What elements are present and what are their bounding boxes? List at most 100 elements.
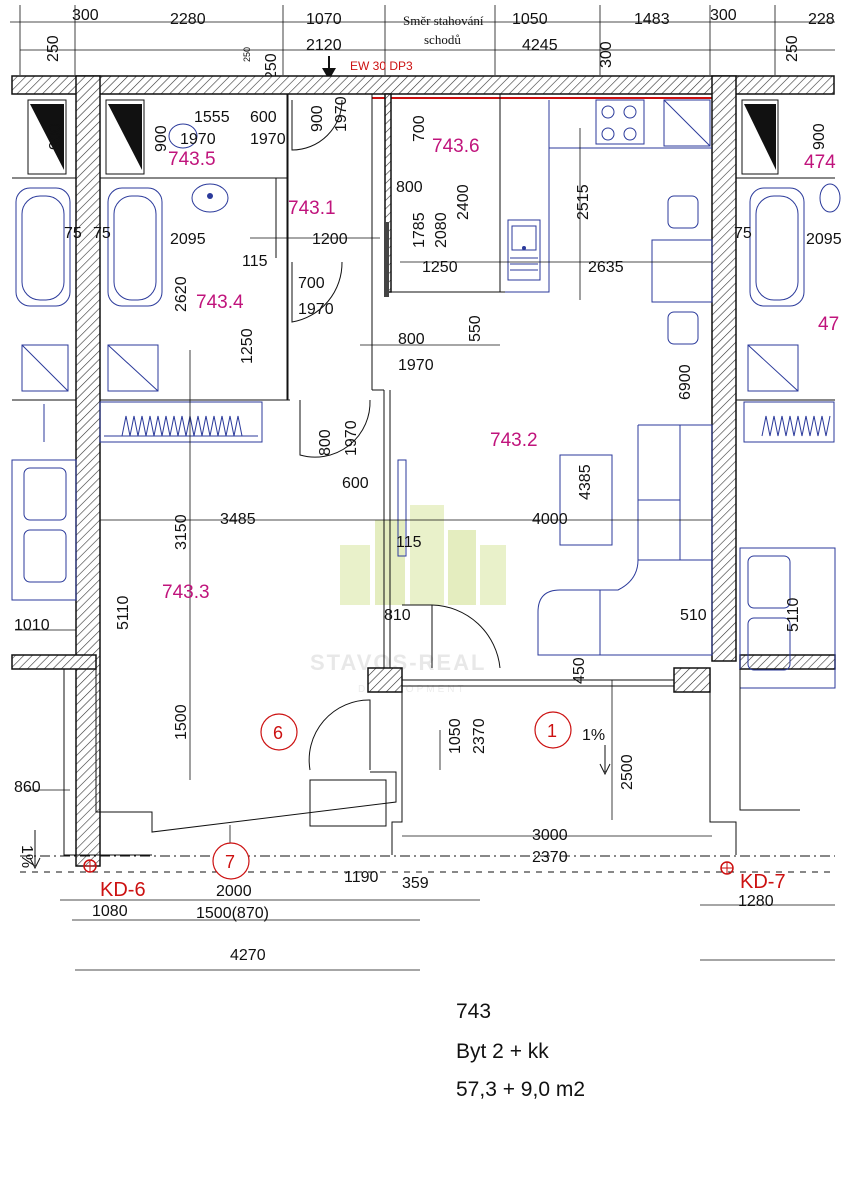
dim-860: 860 (14, 779, 41, 796)
dim-2370a: 2370 (471, 718, 488, 754)
dim-800b: 800 (398, 331, 425, 348)
room-labels: 743.5 743.6 743.1 743.4 743.2 743.3 474 … (162, 136, 839, 603)
unit-number: 743 (456, 1000, 491, 1023)
sanitary-fixtures (168, 123, 841, 213)
room-47: 47 (818, 314, 839, 335)
dim-1970c: 1970 (333, 96, 350, 132)
dim-75a: 75 (64, 225, 82, 242)
unit-type: Byt 2 + kk (456, 1040, 549, 1063)
dining-set (651, 195, 713, 345)
dim-top-250a: 250 (45, 35, 62, 62)
dim-510: 510 (680, 607, 707, 624)
room-743-1: 743.1 (288, 198, 336, 219)
kd6-label: KD-6 (100, 879, 146, 901)
dim-top-228: 228 (808, 11, 835, 28)
room-743-3: 743.3 (162, 582, 210, 603)
dim-top-1070: 1070 (306, 11, 342, 28)
dim-1200: 1200 (312, 231, 348, 248)
dim-75c: 75 (734, 225, 752, 242)
top-dimension-strip: 300 2280 1070 2120 1050 4245 1483 300 22… (10, 5, 835, 80)
dim-1970b: 1970 (250, 131, 286, 148)
dim-top-2120: 2120 (306, 37, 342, 54)
dim-600b: 600 (342, 475, 369, 492)
bathtubs (15, 187, 805, 307)
slope-1-label: 1% (582, 727, 605, 744)
dim-115a: 115 (242, 253, 268, 270)
dim-2400: 2400 (455, 184, 472, 220)
dim-4270: 4270 (230, 947, 266, 964)
room-474: 474 (804, 152, 836, 173)
marker-6-label: 6 (273, 723, 283, 743)
marker-6 (260, 713, 298, 751)
marker-1-label: 1 (547, 721, 557, 741)
appliances (21, 99, 799, 392)
dim-2515: 2515 (575, 184, 592, 220)
dim-1970a: 1970 (180, 131, 216, 148)
dim-top-4245: 4245 (522, 37, 558, 54)
marker-1 (534, 711, 572, 749)
dim-2000: 2000 (216, 883, 252, 900)
dim-1555: 1555 (194, 109, 230, 126)
marker-7 (212, 842, 250, 880)
dim-2095b: 2095 (806, 231, 842, 248)
dim-6900: 6900 (677, 364, 694, 400)
interior-partitions (12, 93, 835, 687)
dim-5110a: 5110 (115, 595, 132, 630)
dim-4385: 4385 (577, 464, 594, 500)
dim-2500: 2500 (619, 754, 636, 790)
dim-top-250d: 250 (784, 35, 801, 62)
dim-1970e: 1970 (398, 357, 434, 374)
dim-1250a: 1250 (422, 259, 458, 276)
beds (11, 459, 836, 689)
watermark-subtext: DEVELOPMENT (358, 684, 467, 695)
dim-1970d: 1970 (298, 301, 334, 318)
dim-4000: 4000 (532, 511, 568, 528)
dim-1250b: 1250 (239, 328, 256, 364)
dim-3150: 3150 (173, 514, 190, 550)
watermark: STAVOS-REAL DEVELOPMENT (310, 505, 506, 695)
dim-115b: 115 (396, 534, 422, 551)
room-743-6: 743.6 (432, 136, 480, 157)
dim-900c: 900 (811, 123, 828, 150)
room-743-2: 743.2 (490, 430, 538, 451)
living-furniture (397, 424, 713, 656)
dim-800c: 800 (317, 429, 334, 456)
dim-1785: 1785 (411, 212, 428, 248)
dim-top-300c: 300 (598, 41, 615, 68)
dim-1500-870: 1500(870) (196, 905, 269, 922)
dim-1080: 1080 (92, 903, 128, 920)
dim-450: 450 (571, 657, 588, 684)
unit-info: 743 Byt 2 + kk 57,3 + 9,0 m2 (456, 1000, 585, 1101)
dim-359: 359 (402, 875, 429, 892)
dim-top-250b: 250 (242, 47, 252, 62)
dim-800a: 800 (396, 179, 423, 196)
fire-door-label: EW 30 DP3 (350, 59, 413, 73)
dim-900b: 900 (153, 125, 170, 152)
dim-2370b: 2370 (532, 849, 568, 866)
dim-top-250c: 250 (263, 53, 280, 80)
kd7-label: KD-7 (740, 871, 786, 893)
dimension-labels: 900 900 900 1555 600 1970 1970 900 1970 … (14, 96, 842, 964)
dim-900d: 900 (309, 105, 326, 132)
dimension-guides (15, 128, 835, 971)
dim-5110b: 5110 (785, 597, 802, 632)
shafts (27, 99, 779, 175)
marker-7-label: 7 (225, 852, 235, 872)
dim-top-1050: 1050 (512, 11, 548, 28)
dim-810: 810 (384, 607, 411, 624)
doors (291, 99, 501, 827)
dim-1190: 1190 (344, 869, 379, 886)
dim-600a: 600 (250, 109, 277, 126)
dim-3000: 3000 (532, 827, 568, 844)
entry-arrow-icon (322, 68, 336, 80)
dim-1280: 1280 (738, 893, 774, 910)
kitchen-unit (505, 99, 712, 293)
dim-top-1483: 1483 (634, 11, 670, 28)
section-markers: 6 1 7 KD-6 KD-7 1% 1% (18, 711, 786, 901)
dim-top-300b: 300 (710, 7, 737, 24)
dim-550: 550 (467, 315, 484, 342)
dim-900a: 900 (47, 123, 64, 150)
dim-2620: 2620 (173, 276, 190, 312)
